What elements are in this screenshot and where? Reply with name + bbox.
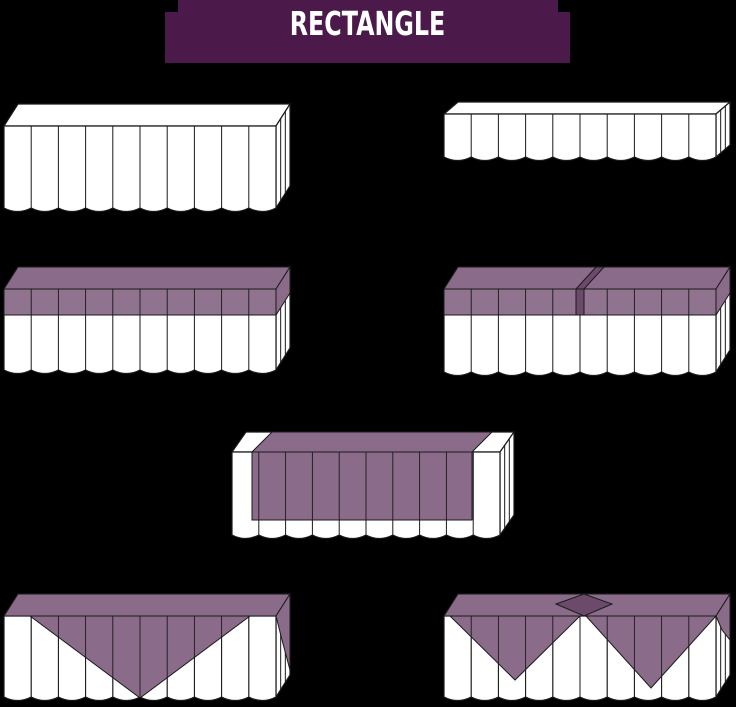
table-diamond-overlay (2, 591, 292, 702)
diamond-overlay-side (275, 592, 291, 671)
table-short-skirt (442, 100, 732, 162)
diamond-drop-right (584, 615, 718, 689)
table-top (2, 103, 292, 127)
runner-drop (575, 288, 585, 316)
overlay-side (715, 265, 731, 317)
double-overlay-side (715, 592, 731, 642)
center-overlay-front (251, 451, 473, 521)
page-title: RECTANGLE (289, 4, 446, 43)
table-center-overlay (230, 430, 516, 540)
center-diamond (554, 593, 614, 617)
center-overlay-top (250, 431, 494, 453)
table-double-diamond (442, 591, 732, 702)
table-with-overlay-runner (442, 264, 732, 377)
title-banner (165, 0, 570, 63)
table-top (442, 101, 732, 115)
overlay-side (275, 265, 291, 317)
overlay-top (3, 266, 291, 290)
table-full-length (2, 101, 292, 213)
diamond-overlay-top (3, 593, 291, 617)
diamond-drop-left (448, 615, 582, 681)
table-with-overlay (2, 264, 292, 375)
